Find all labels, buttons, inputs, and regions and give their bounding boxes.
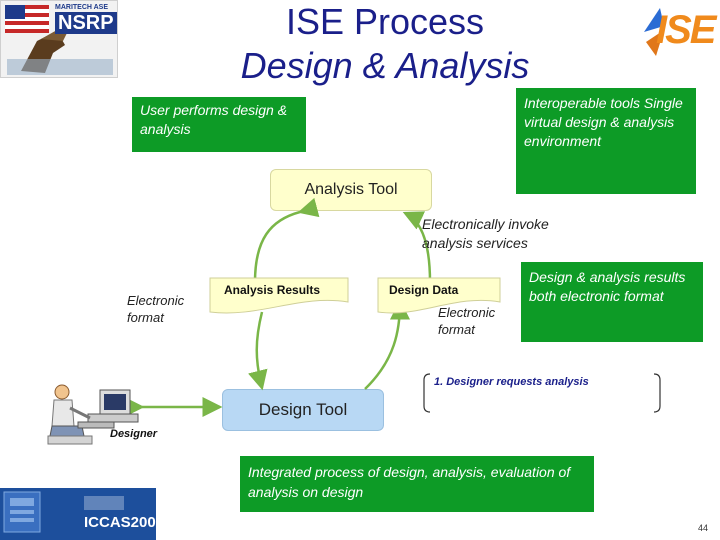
analysis-tool-box: Analysis Tool [270,169,432,211]
electronic-format-right-note: Electronic format [438,305,496,337]
interoperable-box: Interoperable tools Single virtual desig… [516,88,696,194]
page-number: 44 [698,523,709,533]
iccas-logo: ICCAS2005 [0,488,164,540]
user-performs-box: User performs design & analysis [132,97,306,152]
page-title: ISE Process Design & Analysis [150,0,620,88]
arrow-to-design-data [364,299,410,390]
conference-logo-icon [3,491,124,533]
arrow-to-design-tool [248,311,268,391]
designer-computer-icon [47,384,139,445]
integrated-process-box: Integrated process of design, analysis, … [240,456,594,512]
flag-eagle-icon [5,5,113,75]
invoke-services-note: Electronically invoke analysis services [422,216,549,251]
analysis-results-label: Analysis Results [224,283,321,297]
arrow-to-analysis-results [253,197,320,283]
nsrp-logo-text: NSRP [55,12,117,34]
electronic-format-left-note: Electronic format [127,293,185,325]
ise-logo: ISE [642,2,718,60]
design-data-label: Design Data [389,283,459,297]
design-analysis-results-box: Design & analysis results both electroni… [521,262,703,342]
title-line-2: Design & Analysis [240,45,530,86]
designer-label: Designer [110,428,158,440]
title-line-1: ISE Process [285,1,485,42]
ise-logo-text: ISE [656,8,717,52]
design-tool-box: Design Tool [222,389,384,431]
nsrp-logo: MARITECH ASE NSRP [0,0,118,78]
conference-logo-text: ICCAS2005 [84,514,165,531]
nsrp-logo-subtext: MARITECH ASE [55,4,109,11]
designer-request-note: 1. Designer requests analysis [434,376,589,388]
ise-logo-icon [644,8,664,56]
